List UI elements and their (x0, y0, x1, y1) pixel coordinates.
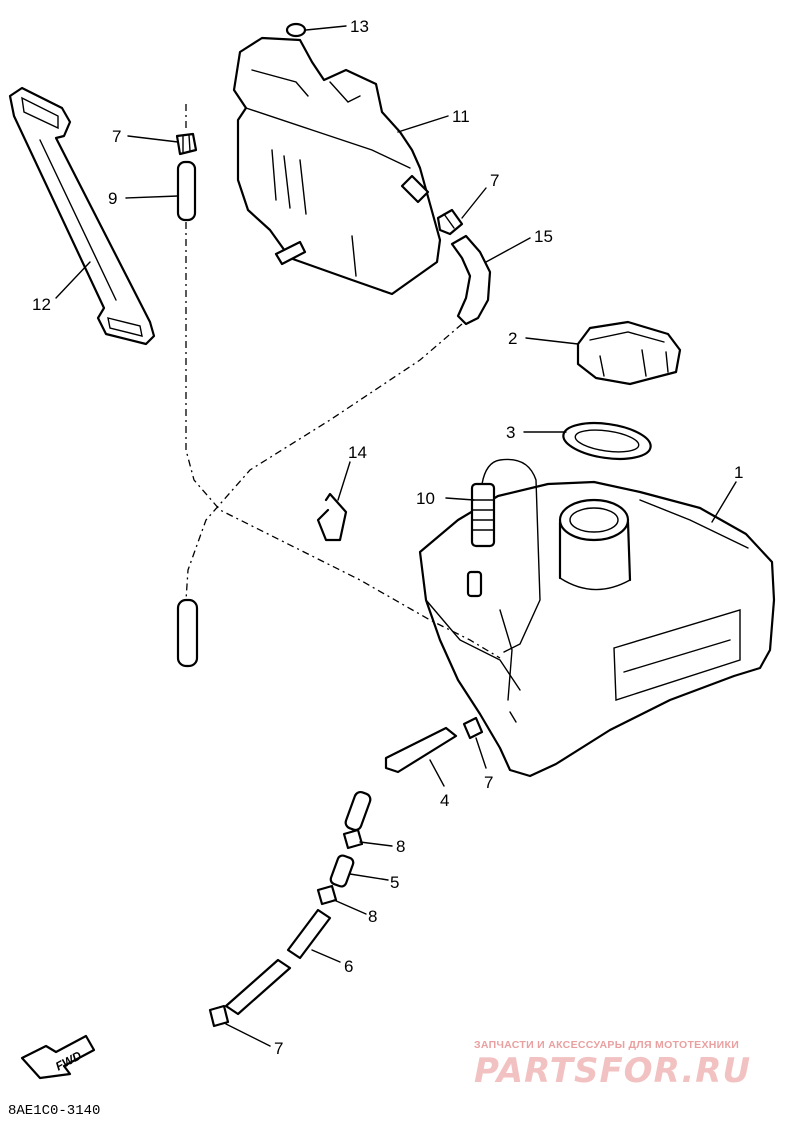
callout-10: 10 (416, 489, 435, 508)
callout-13: 13 (350, 17, 369, 36)
part-12-strap (8, 86, 156, 346)
callout-7-upper-right: 7 (490, 171, 499, 190)
callout-8-lower: 8 (368, 907, 377, 926)
callout-7-mid: 7 (484, 773, 493, 792)
part-7-clamp-upper-left (175, 132, 198, 156)
part-6-fuel-hose (224, 908, 332, 1016)
part-2-fuel-cap (576, 320, 682, 386)
part-8-clamp-lower (316, 884, 338, 906)
callout-4: 4 (440, 791, 449, 810)
part-8-clamp-upper (342, 828, 364, 850)
leader-lines (55, 25, 737, 1047)
part-7-clamp-mid (462, 716, 484, 740)
watermark-logo: PARTSFOR.RU (474, 1051, 751, 1091)
overflow-hose-end (176, 598, 199, 668)
callout-3: 3 (506, 423, 515, 442)
part-1-fuel-tank (418, 480, 776, 778)
callout-7-bottom: 7 (274, 1039, 283, 1058)
watermark-tagline: ЗАПЧАСТИ И АКСЕССУАРЫ ДЛЯ МОТОТЕХНИКИ (474, 1039, 739, 1051)
part-10-breather-fitting (470, 458, 541, 653)
part-7-clamp-upper-right (436, 208, 464, 236)
part-4-hose (384, 726, 458, 774)
hose-segment (344, 790, 372, 832)
part-15-hose (450, 234, 492, 326)
callout-12: 12 (32, 295, 51, 314)
part-3-gasket (562, 421, 652, 461)
callout-2: 2 (508, 329, 517, 348)
part-11-reservoir-tank (232, 36, 442, 296)
callout-5: 5 (390, 873, 399, 892)
callout-1: 1 (734, 463, 743, 482)
watermark: ЗАПЧАСТИ И АКСЕССУАРЫ ДЛЯ МОТОТЕХНИКИ PA… (474, 1039, 751, 1091)
part-9-hose (176, 160, 197, 222)
callout-labels: 13 11 7 9 7 15 12 2 3 14 10 1 7 4 8 5 8 … (32, 17, 743, 1058)
fwd-direction-arrow: FWD (20, 1034, 96, 1080)
callout-8-upper: 8 (396, 837, 405, 856)
callout-7-upper-left: 7 (112, 127, 121, 146)
callout-11: 11 (452, 107, 470, 126)
part-14-clip (316, 492, 348, 542)
part-13-cap (285, 22, 307, 38)
callout-6: 6 (344, 957, 353, 976)
callout-15: 15 (534, 227, 553, 246)
diagram-code: 8AE1C0-3140 (8, 1103, 100, 1119)
routing-lines (185, 104, 501, 659)
callout-14: 14 (348, 443, 367, 462)
callout-9: 9 (108, 189, 117, 208)
part-7-clamp-bottom (208, 1004, 230, 1028)
part-5-fuel-filter (329, 854, 355, 888)
